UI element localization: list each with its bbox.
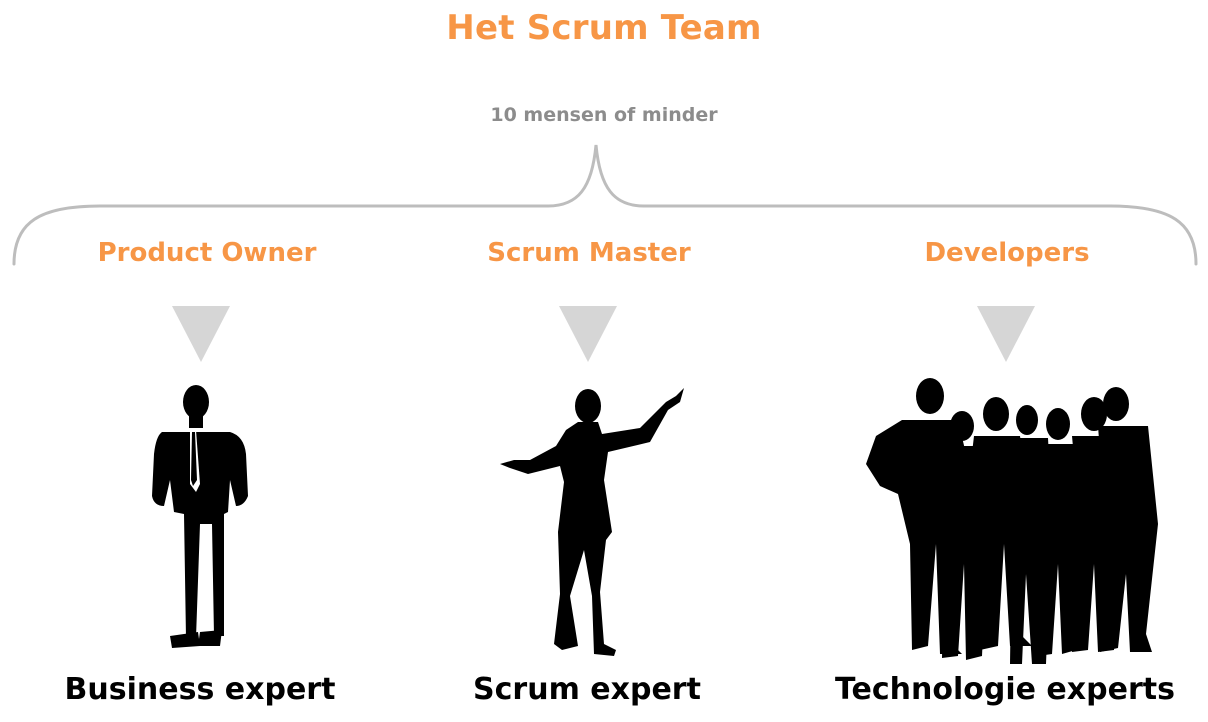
role-label-developers: Developers — [924, 238, 1090, 268]
businessman-silhouette-icon — [152, 385, 248, 648]
caption-scrum-expert: Scrum expert — [473, 672, 701, 707]
team-size-label: 10 mensen of minder — [490, 104, 718, 126]
curly-brace — [12, 144, 1198, 266]
caption-business-expert: Business expert — [64, 672, 336, 707]
diagram-title: Het Scrum Team — [446, 8, 762, 48]
presenter-silhouette-icon — [500, 388, 684, 656]
role-label-scrum-master: Scrum Master — [487, 238, 691, 268]
arrow-down-icon — [977, 306, 1035, 362]
arrow-down-icon — [559, 306, 617, 362]
arrow-down-icon — [172, 306, 230, 362]
role-label-product-owner: Product Owner — [97, 238, 317, 268]
caption-technologie-experts: Technologie experts — [835, 672, 1175, 707]
team-silhouette-icon — [866, 378, 1158, 664]
